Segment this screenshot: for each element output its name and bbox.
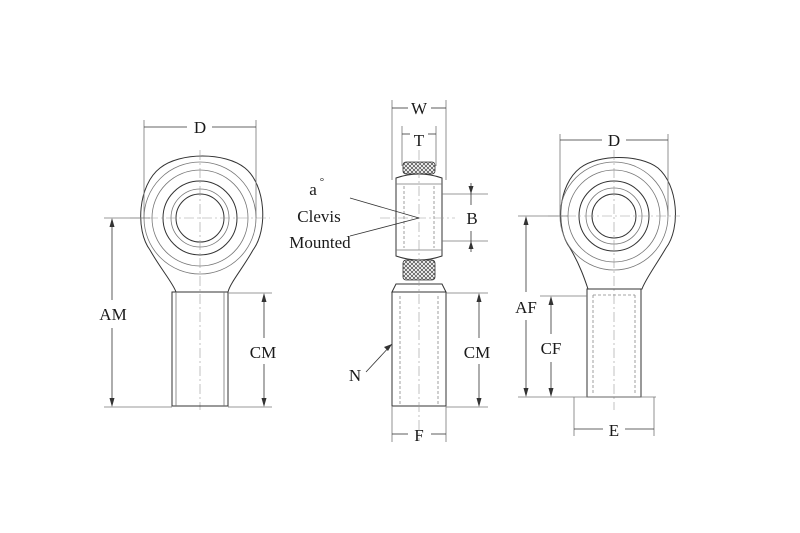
- right-af-arrow-top: [523, 216, 529, 225]
- mid-t-label: T: [414, 131, 425, 150]
- left-am-arrow-top: [109, 218, 115, 227]
- mid-angle-line-lower: [349, 217, 420, 237]
- mid-cm-arrow-bottom: [476, 398, 482, 407]
- mid-w-label: W: [411, 99, 428, 118]
- mid-mounted-label: Mounted: [289, 233, 351, 252]
- right-cf-label: CF: [541, 339, 562, 358]
- left-cm-arrow-top: [261, 293, 267, 302]
- right-head-outline: [560, 157, 676, 290]
- right-e-label: E: [609, 421, 619, 440]
- left-am-arrow-bottom: [109, 398, 115, 407]
- right-view-female-rod-end: D AF CF E: [515, 131, 680, 440]
- left-cm-arrow-bottom: [261, 398, 267, 407]
- mid-n-label: N: [349, 366, 361, 385]
- left-view-male-rod-end: D AM CM: [99, 118, 276, 410]
- mid-degree-symbol: °: [320, 176, 324, 188]
- left-shank: [171, 291, 229, 407]
- mid-n-arrow: [384, 344, 392, 351]
- mid-housing-outline: [395, 173, 443, 261]
- middle-view-side-profile: W T a ° Clevis Mounted: [289, 99, 490, 445]
- left-am-label: AM: [99, 305, 126, 324]
- right-af-arrow-bottom: [523, 388, 529, 397]
- mid-clevis-label: Clevis: [297, 207, 340, 226]
- right-cf-arrow-top: [548, 296, 554, 305]
- left-cm-label: CM: [250, 343, 276, 362]
- mid-b-label: B: [466, 209, 477, 228]
- mid-b-arrow-bottom: [468, 241, 474, 249]
- mid-cm-arrow-top: [476, 293, 482, 302]
- left-d-label: D: [194, 118, 206, 137]
- mid-angle-label: a: [309, 180, 317, 199]
- mid-angle-line-upper: [349, 197, 420, 219]
- right-af-label: AF: [515, 298, 537, 317]
- right-cf-arrow-bottom: [548, 388, 554, 397]
- mid-f-label: F: [414, 426, 423, 445]
- left-head-outline: [140, 155, 264, 293]
- right-d-label: D: [608, 131, 620, 150]
- mid-cm-label: CM: [464, 343, 490, 362]
- mid-b-arrow-top: [468, 186, 474, 194]
